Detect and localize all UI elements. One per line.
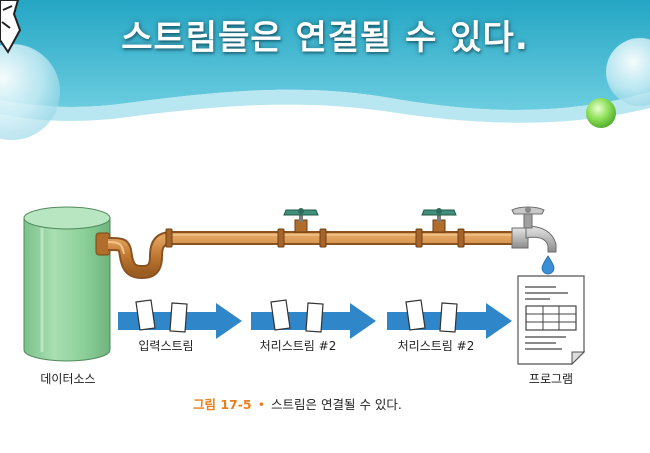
- stream-label-processing: 처리스트림 #2: [397, 339, 475, 353]
- document-icon: [405, 299, 426, 331]
- document-icon: [270, 299, 291, 331]
- program-label: 프로그램: [528, 372, 574, 386]
- header-wave-light: [0, 89, 650, 123]
- document-icon: [169, 302, 188, 333]
- document-icon: [439, 302, 458, 333]
- figure-number: 그림 17-5: [193, 397, 252, 412]
- page-title: 스트림들은 연결될 수 있다.: [121, 18, 529, 58]
- water-drop-icon: [541, 255, 555, 275]
- mascot-icon: [0, 0, 22, 54]
- bubble-left-icon: [0, 44, 60, 140]
- stream-arrow: [387, 299, 512, 339]
- valve-icon: [283, 208, 319, 233]
- header-banner: [0, 0, 650, 140]
- stream-arrow: [118, 299, 242, 339]
- pipe: [95, 231, 512, 280]
- header-wave-bg: [0, 0, 650, 110]
- document-icon: [135, 299, 156, 331]
- stream-label-input: 입력스트림: [138, 339, 194, 353]
- program-document-icon: [517, 275, 586, 366]
- data-source-label: 데이터소스: [40, 372, 96, 386]
- document-icon: [305, 302, 324, 333]
- caption-bullet-icon: •: [257, 397, 266, 412]
- valve-icon: [421, 208, 457, 233]
- pipe-couplings: [165, 228, 465, 248]
- figure-caption-text: 스트림은 연결될 수 있다.: [271, 397, 402, 412]
- faucet-icon: [511, 206, 557, 253]
- data-source-tank: [23, 206, 111, 362]
- stream-label-processing: 처리스트림 #2: [259, 339, 337, 353]
- bubble-right-icon: [606, 38, 650, 106]
- green-ball-icon: [586, 98, 616, 128]
- stream-arrow: [251, 299, 376, 339]
- stream-diagram: [23, 206, 586, 366]
- figure-caption: 그림 17-5 • 스트림은 연결될 수 있다.: [193, 394, 402, 413]
